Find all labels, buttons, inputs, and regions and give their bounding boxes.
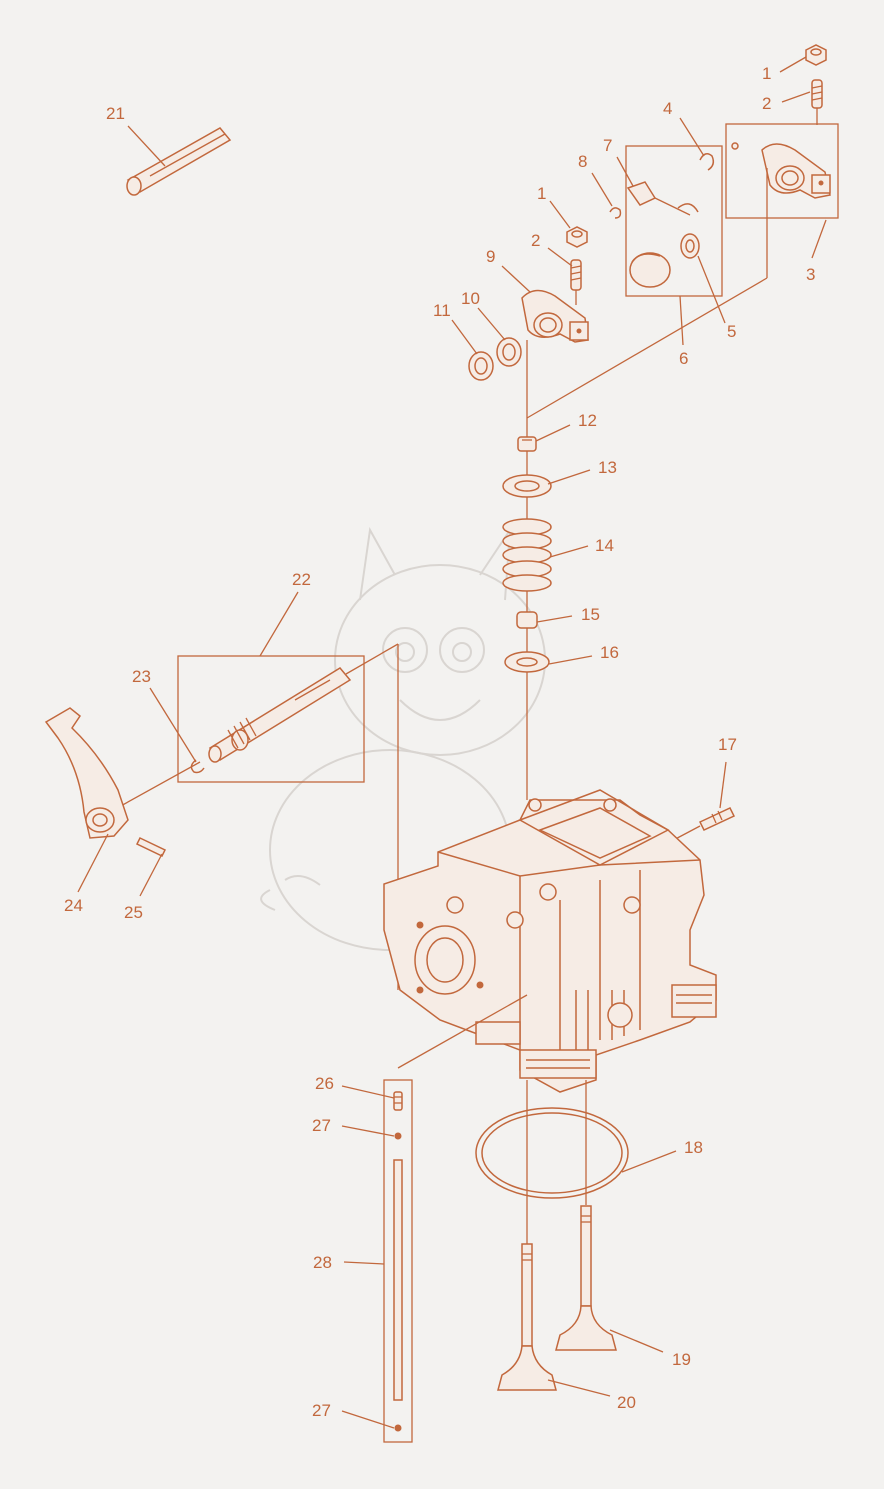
assembly-box-3 bbox=[725, 123, 839, 219]
cylinder-head bbox=[383, 789, 717, 1093]
washer-part-10 bbox=[496, 337, 522, 367]
washer-part-11 bbox=[468, 351, 494, 381]
axis-line-24-to-box bbox=[109, 761, 201, 813]
rocker-arm-part-3 bbox=[761, 143, 831, 199]
callout-16: 16 bbox=[600, 643, 619, 662]
callout-17: 17 bbox=[718, 735, 737, 754]
nut-part-1-top bbox=[805, 44, 827, 66]
callout-18: 18 bbox=[684, 1138, 703, 1157]
callout-6: 6 bbox=[679, 349, 688, 368]
axis-line-22-to-head bbox=[345, 643, 399, 675]
axis-line-to-box-3 bbox=[526, 277, 768, 419]
callout-15: 15 bbox=[581, 605, 600, 624]
callout-9: 9 bbox=[486, 247, 495, 266]
callout-14: 14 bbox=[595, 536, 614, 555]
rocker-arm-part-9 bbox=[521, 289, 589, 343]
ring-part-23 bbox=[190, 759, 205, 774]
assembly-box-22 bbox=[177, 655, 365, 783]
callout-26: 26 bbox=[315, 1074, 334, 1093]
callout-10: 10 bbox=[461, 289, 480, 308]
callout-2-top: 2 bbox=[762, 94, 771, 113]
callout-4: 4 bbox=[663, 99, 672, 118]
callout-5: 5 bbox=[727, 322, 736, 341]
seal-part-15 bbox=[516, 611, 538, 629]
callout-23: 23 bbox=[132, 667, 151, 686]
keeper-part-12 bbox=[517, 436, 537, 452]
lever-part-24 bbox=[44, 707, 129, 839]
shaft-part-22 bbox=[208, 667, 352, 763]
callout-19: 19 bbox=[672, 1350, 691, 1369]
spring-part-14 bbox=[502, 518, 552, 592]
rod-part-28 bbox=[393, 1091, 403, 1432]
callout-24: 24 bbox=[64, 896, 83, 915]
callout-25: 25 bbox=[124, 903, 143, 922]
ring-part-8 bbox=[609, 207, 622, 219]
callout-27-bottom: 27 bbox=[312, 1401, 331, 1420]
pin-part-21 bbox=[126, 127, 232, 196]
callout-13: 13 bbox=[598, 458, 617, 477]
leader-lines bbox=[77, 56, 827, 1429]
nut-part-1-mid bbox=[566, 226, 588, 248]
callout-28: 28 bbox=[313, 1253, 332, 1272]
callout-12: 12 bbox=[578, 411, 597, 430]
valve-part-19 bbox=[555, 1205, 617, 1351]
plate-part-7 bbox=[626, 181, 699, 216]
valve-part-20 bbox=[497, 1243, 557, 1391]
callout-1-top: 1 bbox=[762, 64, 771, 83]
washer-part-16 bbox=[504, 651, 550, 673]
callout-7: 7 bbox=[603, 136, 612, 155]
washer-part-5 bbox=[680, 233, 700, 259]
pin-part-25 bbox=[135, 837, 167, 857]
callout-11: 11 bbox=[433, 301, 451, 320]
assembly-box-28 bbox=[383, 1079, 413, 1443]
callout-2-mid: 2 bbox=[531, 231, 540, 250]
cap-in-box-6 bbox=[629, 252, 671, 288]
stud-part-2-mid bbox=[570, 259, 582, 305]
assembly-box-6 bbox=[625, 145, 723, 297]
clip-part-4 bbox=[699, 142, 739, 171]
callout-3: 3 bbox=[806, 265, 815, 284]
o-ring-part-18 bbox=[475, 1107, 629, 1199]
stud-part-2-top bbox=[811, 79, 823, 125]
callout-labels: 1 2 3 4 5 6 7 8 1 2 9 10 11 12 13 14 15 … bbox=[64, 64, 815, 1420]
callout-1-mid: 1 bbox=[537, 184, 546, 203]
callout-21: 21 bbox=[106, 104, 125, 123]
stud-part-17 bbox=[665, 807, 736, 845]
callout-8: 8 bbox=[578, 152, 587, 171]
callout-27-top: 27 bbox=[312, 1116, 331, 1135]
callout-22: 22 bbox=[292, 570, 311, 589]
axis-line-head-to-box-28 bbox=[397, 994, 528, 1069]
retainer-part-13 bbox=[502, 474, 552, 498]
callout-20: 20 bbox=[617, 1393, 636, 1412]
